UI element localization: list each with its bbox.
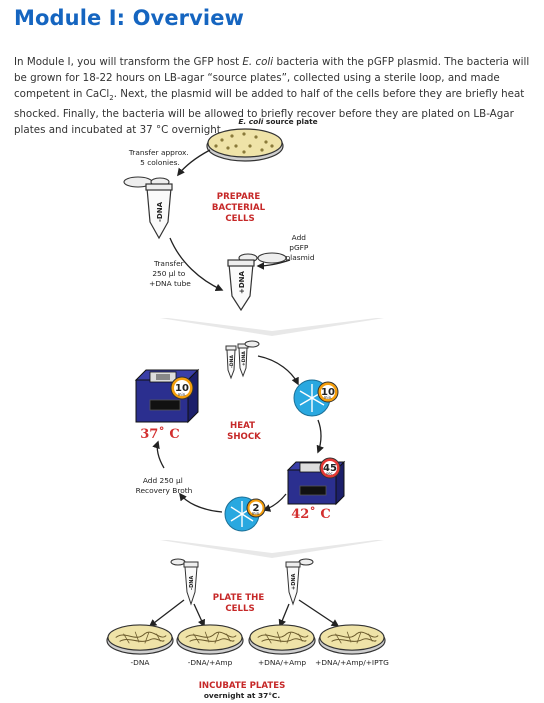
prepare-line-3: CELLS xyxy=(225,214,254,224)
plating-plus-tube-label: +DNA xyxy=(291,573,297,590)
plate-cells-line-1: PLATE THE xyxy=(213,593,265,603)
tube-pair-icon xyxy=(225,340,260,380)
tube-pair-minus: -DNA xyxy=(229,355,235,368)
heat-shock-timer-value: 45 xyxy=(323,463,337,474)
arrow-recovery-to-incubator xyxy=(152,440,165,469)
prepare-line-2: BACTERIAL xyxy=(212,203,266,213)
heat-shock-timer-icon xyxy=(319,457,341,479)
tube-pair-plus: +DNA xyxy=(241,351,247,366)
heat-shock-label: HEAT SHOCK xyxy=(227,421,261,442)
transfer-250-label: Transfer 250 µl to +DNA tube xyxy=(149,259,191,288)
add-plasmid-label: Add pGFP plasmid xyxy=(285,233,314,262)
transfer-colonies-line-1: Transfer approx. xyxy=(128,148,189,157)
recovery-label: Add 250 µl Recovery Broth xyxy=(136,476,193,495)
ice-timer-1-value: 10 xyxy=(321,387,335,398)
arrow-minus-to-plus-tube xyxy=(169,237,224,291)
recovery-line-1: Add 250 µl xyxy=(143,476,183,485)
arrow-shock-to-ice xyxy=(262,493,287,512)
plating-minus-tube-label: -DNA xyxy=(189,576,195,590)
add-plasmid-line-3: plasmid xyxy=(285,253,314,262)
ice-timer-2-unit: min. xyxy=(252,511,261,516)
intro-subscript: 2 xyxy=(109,94,114,103)
temp-37-label: 37˚ C xyxy=(140,426,179,442)
plating-plus-tube-icon xyxy=(285,558,314,606)
arrow-ice-to-recovery xyxy=(179,492,223,513)
transfer-colonies-label: Transfer approx. 5 colonies. xyxy=(128,148,191,167)
arrow-tubes-to-ice xyxy=(257,355,299,386)
plus-dna-tube-label: +DNA xyxy=(238,270,246,294)
intro-organism: E. coli xyxy=(242,56,274,69)
plate-label-2: -DNA/+Amp xyxy=(188,658,233,667)
add-plasmid-line-1: Add xyxy=(292,233,307,242)
plate-cells-line-2: CELLS xyxy=(225,604,254,614)
prepare-cells-label: PREPARE BACTERIAL CELLS xyxy=(212,192,268,224)
plate-cells-label: PLATE THE CELLS xyxy=(213,593,267,614)
plus-dna-tube-icon xyxy=(227,252,287,312)
arrow-plasmid-to-plus-tube xyxy=(256,259,291,270)
plate-label-4: +DNA/+Amp/+IPTG xyxy=(315,658,389,667)
intro-text-2: bacteria with the pGFP plasmid. The bact… xyxy=(14,56,530,101)
plate-label-3: +DNA/+Amp xyxy=(258,658,306,667)
heat-shock-timer-unit: sec. xyxy=(326,471,334,476)
arrow-to-plate-3 xyxy=(278,603,290,628)
arrow-ice-to-shock xyxy=(316,419,324,454)
intro-paragraph: In Module I, you will transform the GFP … xyxy=(14,54,530,138)
intro-text-1: In Module I, you will transform the GFP … xyxy=(14,56,243,69)
prepare-line-1: PREPARE xyxy=(217,192,261,202)
ice-timer-1-unit: min. xyxy=(324,395,333,400)
heat-shock-line-1: HEAT xyxy=(230,421,255,431)
transfer-250-line-1: Transfer xyxy=(153,259,185,268)
incubator-timer-value: 10 xyxy=(175,383,189,394)
minus-dna-tube-label: -DNA xyxy=(156,201,164,222)
incubator-timer-icon xyxy=(170,376,194,400)
transfer-colonies-line-2: 5 colonies. xyxy=(140,158,180,167)
temp-42-label: 42˚ C xyxy=(291,506,330,522)
source-plate-label: E. coli source plate xyxy=(238,117,317,126)
ice-bath-icon-1 xyxy=(293,379,339,417)
recovery-line-2: Recovery Broth xyxy=(136,486,193,495)
source-plate-organism: E. coli xyxy=(238,117,263,126)
incubator-timer-unit: min. xyxy=(178,392,187,397)
source-plate-icon xyxy=(206,128,284,162)
petri-plate-icon-2 xyxy=(176,624,244,655)
incubate-title: INCUBATE PLATES xyxy=(199,681,286,691)
add-plasmid-line-2: pGFP xyxy=(289,243,309,252)
arrow-to-plate-2 xyxy=(193,603,205,628)
transfer-250-line-3: +DNA tube xyxy=(149,279,191,288)
petri-plate-icon-1 xyxy=(106,624,174,655)
page-title: Module I: Overview xyxy=(14,6,245,30)
plating-minus-tube-icon xyxy=(170,558,199,606)
arrow-to-plate-4 xyxy=(298,599,340,627)
arrow-to-plate-1 xyxy=(148,599,185,627)
intro-text-3: . Next, the plasmid will be added to hal… xyxy=(14,88,525,137)
ice-bath-icon-2 xyxy=(224,496,266,532)
heat-shock-line-2: SHOCK xyxy=(227,432,261,442)
minus-dna-tube-icon xyxy=(123,176,173,240)
ice-timer-2-value: 2 xyxy=(253,503,260,514)
petri-plate-icon-3 xyxy=(248,624,316,655)
incubator-icon xyxy=(134,368,200,424)
source-plate-suffix: source plate xyxy=(263,117,317,126)
plate-label-1: -DNA xyxy=(131,658,150,667)
incubate-subtitle: overnight at 37°C. xyxy=(204,691,281,700)
transfer-250-line-2: 250 µl to xyxy=(152,269,185,278)
petri-plate-icon-4 xyxy=(318,624,386,655)
arrow-plate-to-minus-tube xyxy=(177,149,211,177)
